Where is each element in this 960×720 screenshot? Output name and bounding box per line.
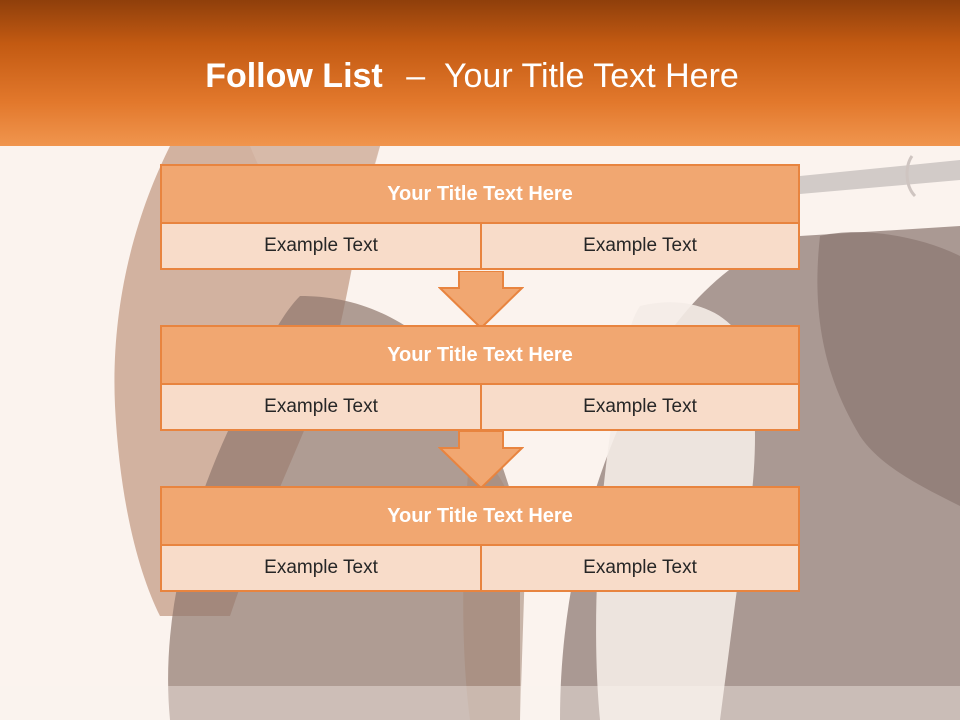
slide-title-bold: Follow List [205,57,383,95]
down-arrow-1 [438,271,524,329]
step-title-3: Your Title Text Here [162,488,798,546]
photo-bottom-fade [0,686,960,720]
slide-title-separator: – [406,57,426,95]
step-cell-left-2: Example Text [162,385,482,429]
photo-rod-shape [800,160,960,194]
step-box-3: Your Title Text Here Example Text Exampl… [160,486,800,592]
step-cell-right-2: Example Text [583,396,697,417]
slide-header: Follow List – Your Title Text Here [0,0,960,146]
step-box-2: Your Title Text Here Example Text Exampl… [160,325,800,431]
down-arrow-2 [438,431,524,489]
step-box-1: Your Title Text Here Example Text Exampl… [160,164,800,270]
photo-hook-shape [905,155,917,198]
step-cell-left-3: Example Text [162,546,482,590]
photo-fur-dark-shape [817,232,960,506]
step-title-1: Your Title Text Here [162,166,798,224]
slide-title-text: Your Title Text Here [443,57,739,95]
step-title-2: Your Title Text Here [162,327,798,385]
step-cell-left-1: Example Text [162,224,482,268]
slide-title: Follow List – Your Title Text Here [0,54,944,98]
step-cell-right-1: Example Text [583,235,697,256]
step-cell-right-3: Example Text [583,557,697,578]
